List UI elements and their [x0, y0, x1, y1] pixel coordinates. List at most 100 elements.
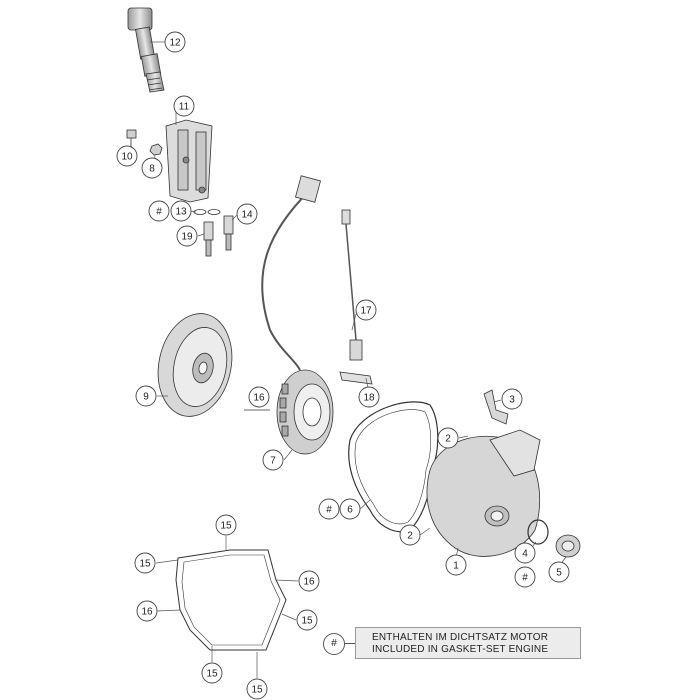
callout-c14: 14	[236, 203, 258, 225]
callout-number: 6	[347, 505, 353, 516]
callout-number: 15	[139, 559, 151, 570]
plug-part	[555, 534, 581, 558]
callout-number: #	[326, 505, 332, 516]
callout-c9: 9	[135, 385, 157, 407]
clip-part	[483, 389, 509, 425]
callout-number: 5	[556, 568, 562, 579]
callout-number: 16	[141, 607, 153, 618]
legend-box: ENTHALTEN IM DICHTSATZ MOTOR INCLUDED IN…	[355, 627, 581, 659]
callout-c6h: #	[318, 498, 340, 520]
callout-number: 15	[251, 685, 263, 696]
callout-circle	[514, 566, 536, 588]
callout-circle	[501, 388, 523, 410]
callout-circle	[514, 542, 536, 564]
callout-c3: 3	[501, 388, 523, 410]
callout-number: 18	[363, 393, 375, 404]
callout-circle	[148, 200, 170, 222]
callout-c15a: 15	[215, 514, 237, 536]
callout-number: 17	[360, 306, 372, 317]
o-ring-cover-part	[527, 519, 549, 545]
callout-number: 12	[169, 38, 181, 49]
bolt-part	[126, 129, 137, 148]
callout-circle	[136, 600, 158, 622]
callout-circle	[548, 561, 570, 583]
callout-number: 16	[253, 393, 265, 404]
callout-circle	[358, 386, 380, 408]
callout-number: 4	[522, 549, 528, 560]
callout-circle	[246, 678, 268, 700]
callout-circle	[296, 609, 318, 631]
callout-number: 13	[175, 207, 187, 218]
callout-number: 10	[121, 152, 133, 163]
callout-c5: 5	[548, 561, 570, 583]
callout-circle	[339, 498, 361, 520]
stator-part	[244, 175, 334, 455]
callout-number: 15	[206, 669, 218, 680]
cover-gasket-part	[348, 401, 439, 533]
callout-circle	[298, 570, 320, 592]
callout-c15d: 15	[201, 662, 223, 684]
legend-line-2: INCLUDED IN GASKET-SET ENGINE	[372, 644, 549, 655]
callout-number: 2	[445, 434, 451, 445]
callout-c13: 13	[170, 200, 192, 222]
callout-number: 3	[509, 395, 515, 406]
callout-circle	[437, 427, 459, 449]
callout-c2b: 2	[399, 524, 421, 546]
callout-c8: 8	[141, 157, 163, 179]
callout-c10: 10	[116, 145, 138, 167]
legend-line-1: ENTHALTEN IM DICHTSATZ MOTOR	[372, 632, 549, 643]
callout-circle	[135, 385, 157, 407]
rotor-part	[157, 313, 233, 417]
callout-c17: 17	[355, 299, 377, 321]
callout-circle	[176, 225, 198, 247]
callout-c15c: 15	[296, 609, 318, 631]
cover-gasket-large-part	[175, 549, 287, 651]
callout-c7: 7	[262, 449, 284, 471]
callout-circle	[141, 157, 163, 179]
callout-circle	[236, 203, 258, 225]
callout-number: 19	[181, 232, 193, 243]
callout-number: 1	[453, 561, 459, 572]
sensor-part	[339, 209, 373, 385]
callout-number: 7	[270, 456, 276, 467]
callout-c18: 18	[358, 386, 380, 408]
callout-number: 2	[407, 531, 413, 542]
o-ring-part	[193, 209, 221, 215]
callout-c1: 1	[445, 554, 467, 576]
callout-number: 11	[179, 102, 190, 113]
callout-circle	[248, 386, 270, 408]
callout-number: #	[522, 573, 528, 584]
callout-circle	[355, 299, 377, 321]
callout-c15b: 15	[134, 552, 156, 574]
callout-number: #	[156, 207, 162, 218]
callout-c12: 12	[164, 31, 186, 53]
callout-circle	[164, 31, 186, 53]
callout-circle	[318, 498, 340, 520]
callout-c11: 11	[173, 95, 195, 117]
callout-circle	[215, 514, 237, 536]
callout-c6: 6	[339, 498, 361, 520]
callout-circle	[445, 554, 467, 576]
callout-number: 15	[301, 616, 313, 627]
coil-bracket-part	[165, 119, 213, 203]
callout-number: 8	[149, 164, 155, 175]
legend-connector	[345, 643, 355, 644]
callout-c13h: #	[148, 200, 170, 222]
callout-circle	[262, 449, 284, 471]
callout-number: 16	[303, 577, 315, 588]
callout-circle	[201, 662, 223, 684]
callout-c16a: 16	[248, 386, 270, 408]
callout-c4h: #	[514, 566, 536, 588]
callout-number: 9	[143, 392, 149, 403]
legend-symbol: #	[323, 633, 345, 655]
spark-plug-part	[203, 215, 234, 257]
generator-cover-part	[426, 429, 541, 557]
callout-c15e: 15	[246, 678, 268, 700]
callout-c2a: 2	[437, 427, 459, 449]
callout-c16c: 16	[136, 600, 158, 622]
ignition-coil-part	[127, 7, 165, 93]
callout-circle	[170, 200, 192, 222]
callout-c16b: 16	[298, 570, 320, 592]
